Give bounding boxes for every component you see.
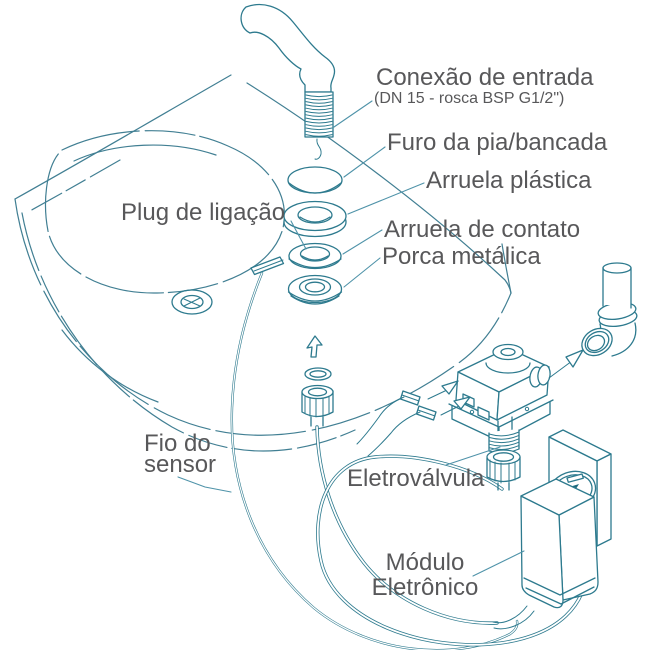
connector-arrow-icon (427, 380, 471, 416)
label-inlet-connection: Conexão de entrada (376, 64, 594, 91)
drain-cross-icon (171, 289, 213, 315)
connection-plug (250, 256, 285, 276)
leader-lines (177, 100, 525, 577)
label-counter-hole: Furo da pia/bancada (387, 129, 608, 156)
label-metal-nut: Porca metálica (382, 243, 541, 270)
label-inlet-connection-spec: (DN 15 - rosca BSP G1/2") (374, 90, 565, 107)
module-wires (492, 605, 535, 630)
elbow-pipe (581, 262, 638, 357)
inlet-connection-thread (304, 91, 334, 160)
wire-connectors (356, 390, 437, 457)
hose-nut (301, 384, 334, 427)
counter-hole (287, 166, 343, 194)
sink-counter (14, 74, 512, 452)
assembly-arrow-icon (306, 335, 323, 358)
label-plastic-washer: Arruela plástica (426, 167, 592, 194)
label-electronic-module: Módulo Eletrônico (360, 550, 490, 600)
metal-nut (287, 274, 343, 305)
inlet-hose (315, 425, 499, 625)
valve-nut (486, 449, 521, 491)
label-electronic-module-line2: Eletrônico (371, 574, 479, 601)
label-solenoid-valve: Eletroválvula (347, 465, 485, 492)
label-sensor-wire-line1: Fio do (144, 430, 211, 457)
label-contact-washer: Arruela de contato (384, 216, 581, 243)
label-electronic-module-line1: Módulo (385, 549, 465, 576)
label-sensor-wire: Fio do sensor (144, 430, 217, 478)
o-ring (304, 367, 332, 381)
valve-coil-threads (488, 416, 520, 454)
faucet (240, 3, 336, 93)
flow-arrow-icon (548, 349, 584, 379)
label-connection-plug: Plug de ligação (121, 199, 286, 226)
plastic-washer (283, 200, 347, 238)
contact-washer (288, 242, 342, 270)
electronic-module (520, 478, 599, 609)
label-sensor-wire-line2: sensor (144, 451, 217, 478)
sensor-wire (230, 271, 519, 650)
solenoid-valve (448, 343, 554, 442)
